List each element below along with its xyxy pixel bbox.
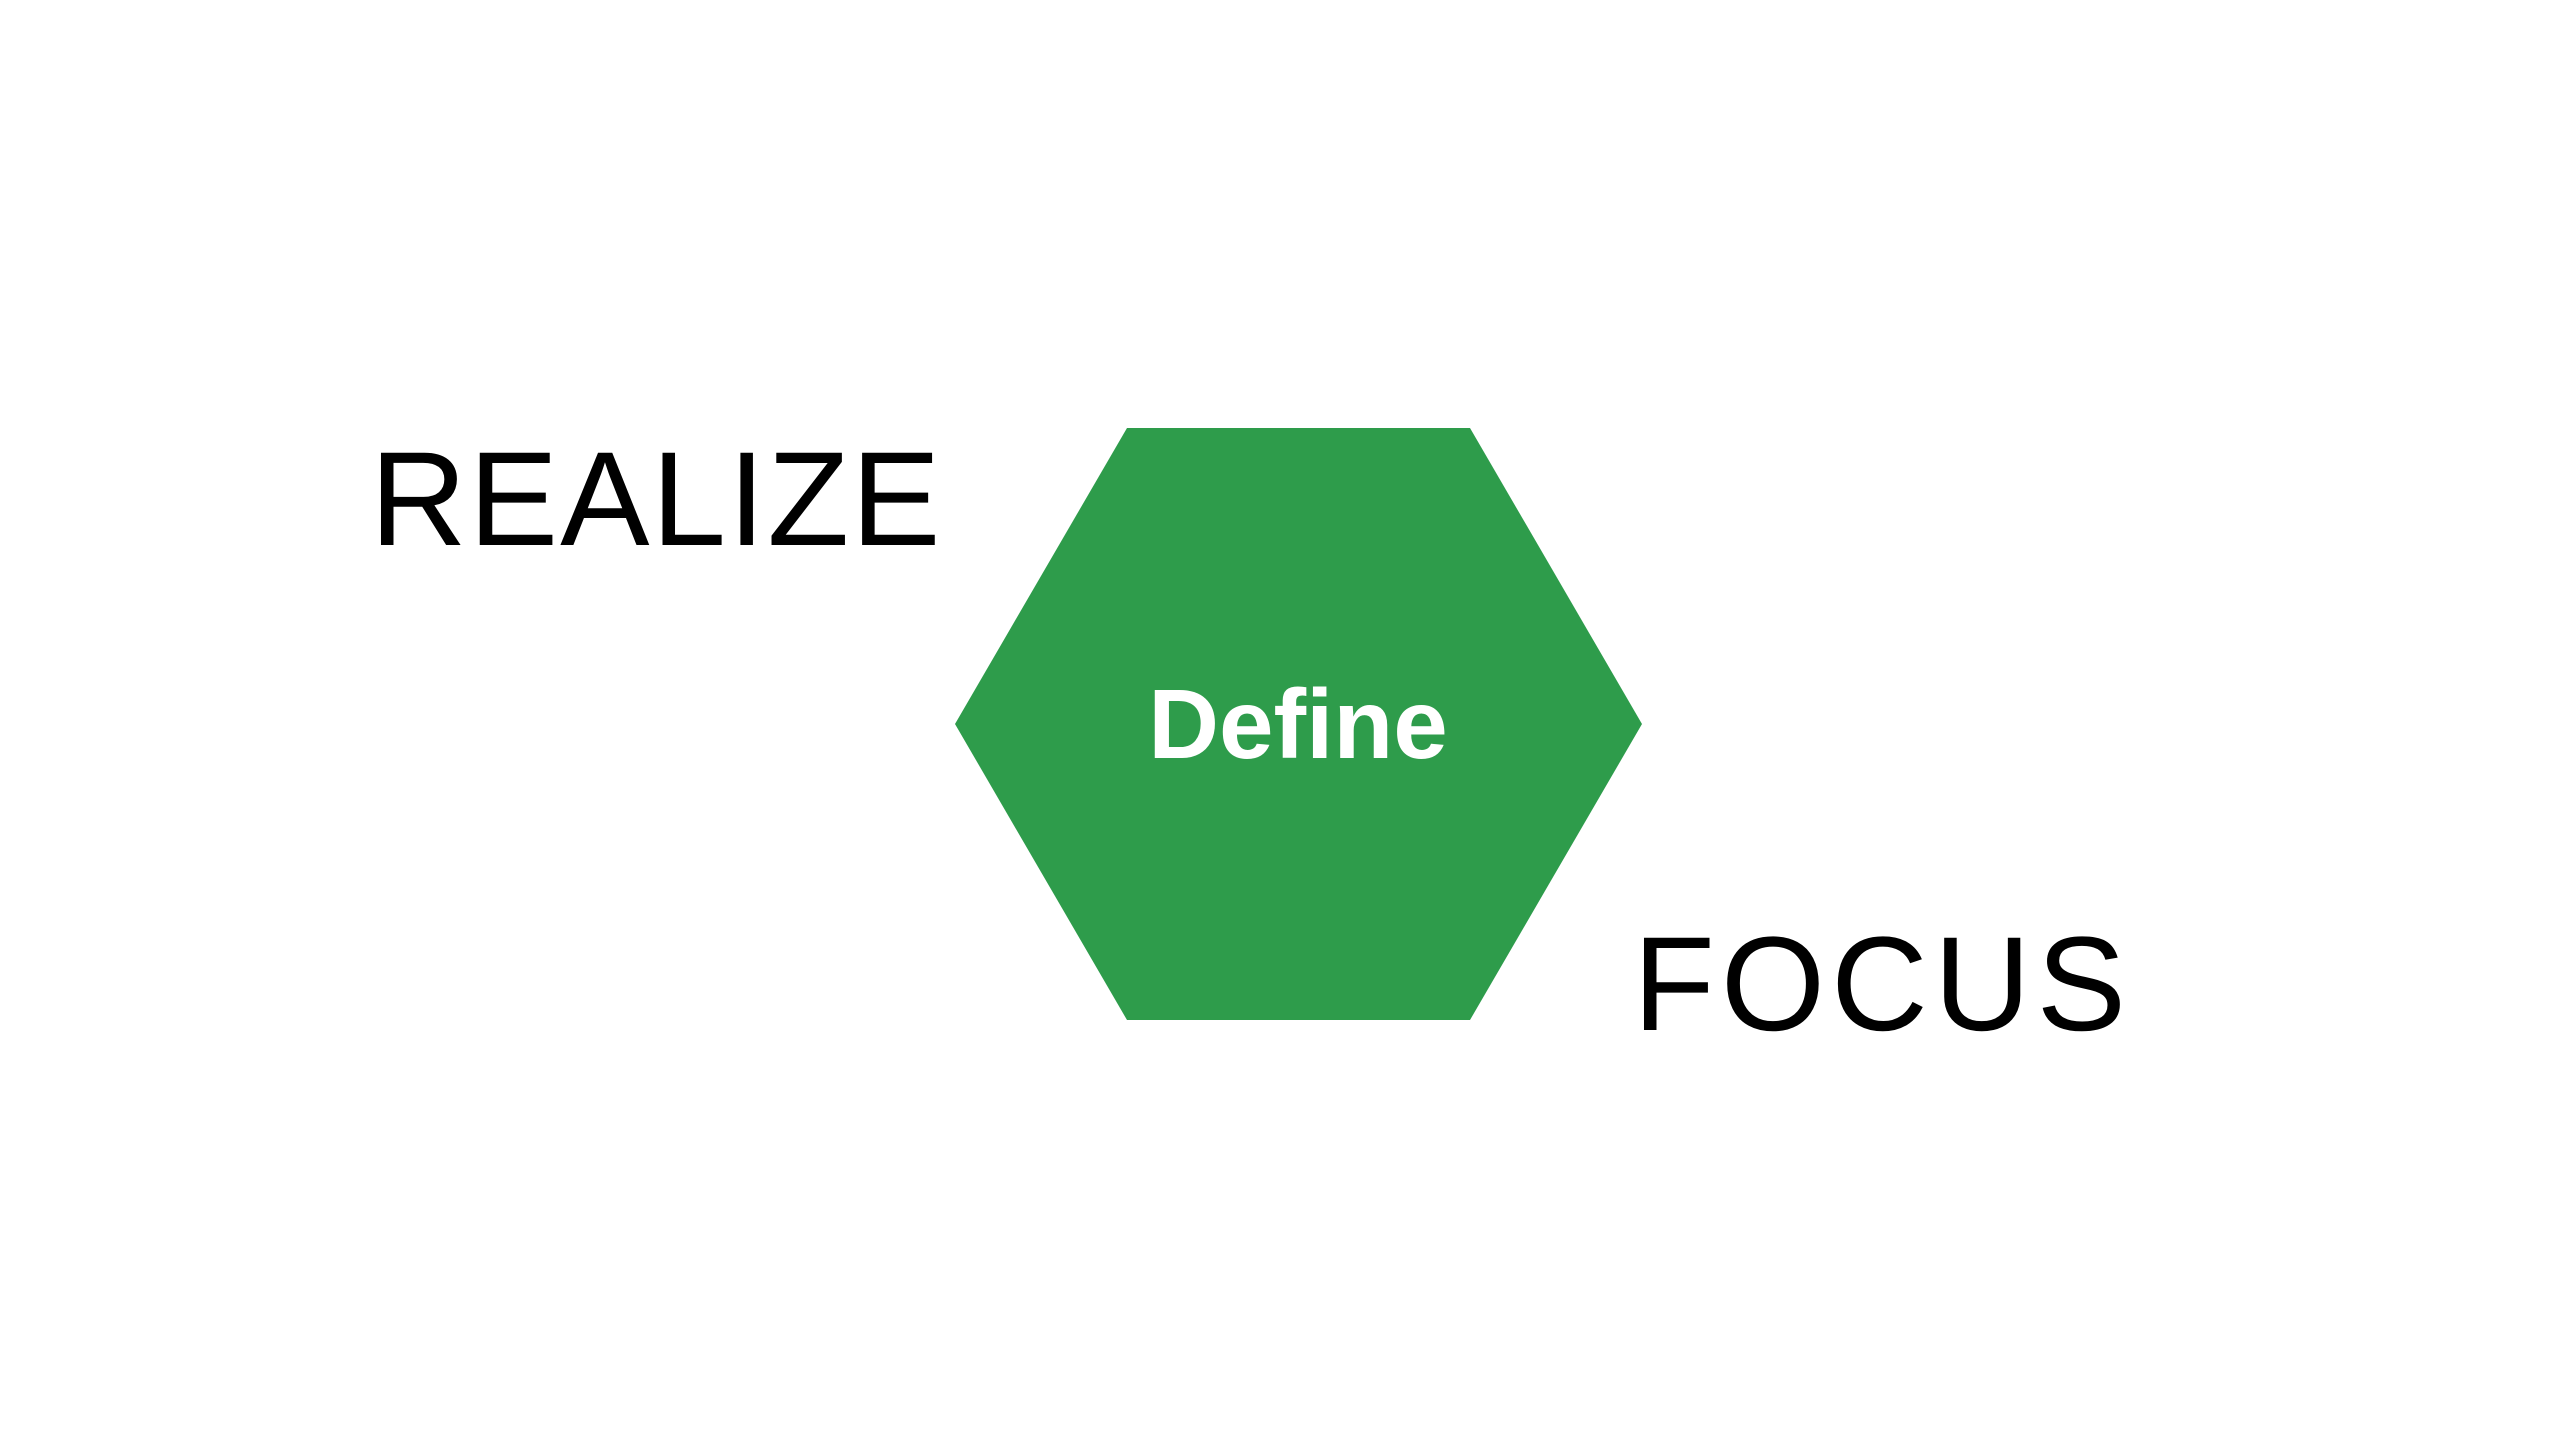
define-label: Define bbox=[1148, 669, 1448, 779]
focus-label: FOCUS bbox=[1633, 910, 2132, 1059]
realize-label: REALIZE bbox=[370, 425, 943, 574]
define-hexagon bbox=[955, 428, 1642, 1020]
